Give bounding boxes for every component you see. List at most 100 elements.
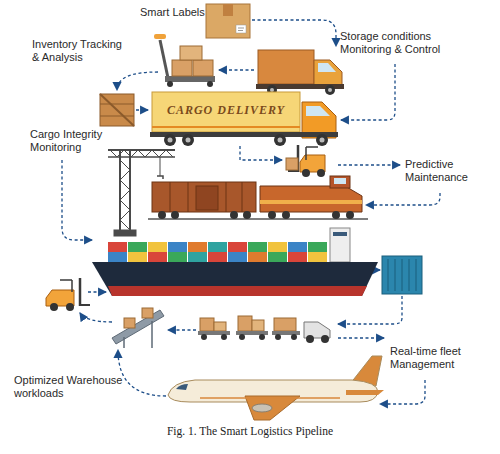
container-ship bbox=[108, 242, 127, 252]
freight-train bbox=[346, 211, 354, 219]
delivery-van bbox=[325, 85, 335, 95]
cargo-truck bbox=[274, 134, 286, 146]
container-ship bbox=[168, 242, 187, 252]
shipping-container bbox=[409, 259, 410, 291]
pallet-jack bbox=[180, 46, 202, 60]
feature-label: Smart Labels bbox=[140, 6, 212, 19]
cargo-truck bbox=[150, 92, 338, 146]
pallet-jack bbox=[167, 81, 173, 87]
freight-train bbox=[260, 186, 362, 212]
pallet-jack bbox=[154, 34, 166, 39]
freight-train bbox=[152, 182, 256, 212]
delivery-van bbox=[314, 60, 342, 86]
container-ship bbox=[288, 242, 307, 252]
forklift bbox=[305, 147, 307, 160]
crane bbox=[160, 157, 161, 176]
dashed-flow bbox=[366, 193, 440, 205]
freight-train bbox=[171, 211, 179, 219]
dashed-flow bbox=[168, 329, 196, 330]
parcel-box bbox=[238, 30, 243, 31]
wooden-crate bbox=[100, 94, 134, 126]
cart-train bbox=[200, 318, 214, 331]
freight-train bbox=[196, 186, 218, 210]
cargo-truck bbox=[152, 126, 300, 128]
container-ship bbox=[248, 252, 267, 262]
warehouse-conveyor bbox=[112, 308, 164, 348]
freight-train bbox=[148, 176, 368, 219]
forklift bbox=[306, 146, 318, 148]
pallet-jack bbox=[165, 76, 215, 82]
cargo-truck bbox=[152, 92, 300, 132]
cart-train bbox=[259, 334, 265, 340]
delivery-van bbox=[270, 88, 274, 92]
container-ship bbox=[108, 286, 367, 296]
forklift bbox=[80, 304, 90, 306]
freight-train bbox=[158, 211, 166, 219]
feature-label: Real-time fleet Management bbox=[390, 345, 480, 371]
warehouse-conveyor bbox=[142, 308, 153, 318]
crane bbox=[120, 160, 130, 230]
dashed-flow bbox=[88, 291, 106, 292]
cargo-truck bbox=[278, 138, 283, 143]
freight-train bbox=[226, 182, 227, 212]
container-ship bbox=[330, 228, 350, 262]
feature-label: Inventory Tracking & Analysis bbox=[32, 38, 127, 64]
shipping-container bbox=[382, 256, 422, 294]
cargo-airplane bbox=[346, 390, 384, 395]
cargo-truck bbox=[186, 138, 191, 143]
cargo-airplane bbox=[168, 356, 384, 420]
cargo-truck bbox=[320, 138, 325, 143]
cart-train bbox=[221, 334, 227, 340]
container-ship bbox=[208, 242, 227, 252]
freight-train bbox=[242, 182, 243, 212]
pallet-jack bbox=[207, 81, 213, 87]
container-ship bbox=[108, 252, 127, 262]
forklift bbox=[79, 278, 82, 306]
shipping-container bbox=[388, 259, 389, 291]
container-ship bbox=[128, 252, 147, 262]
cart-train bbox=[291, 334, 297, 340]
dashed-flow bbox=[338, 164, 400, 165]
dashed-flow bbox=[118, 350, 166, 396]
warehouse-conveyor bbox=[112, 310, 164, 344]
feature-label: Predictive Maintenance bbox=[405, 158, 485, 184]
warehouse-conveyor bbox=[124, 318, 135, 328]
forklift bbox=[50, 303, 58, 311]
forklift bbox=[286, 145, 325, 177]
container-ship bbox=[92, 262, 378, 296]
delivery-van bbox=[256, 50, 344, 95]
pallet-jack bbox=[193, 60, 213, 76]
shipping-container bbox=[416, 259, 417, 291]
truck-lettering: CARGO DELIVERY bbox=[152, 104, 300, 117]
container-ship bbox=[168, 252, 187, 262]
dashed-flow bbox=[240, 146, 282, 160]
delivery-van bbox=[328, 88, 332, 92]
wooden-crate bbox=[100, 104, 134, 105]
parcel-box bbox=[236, 25, 246, 33]
warehouse-conveyor bbox=[123, 337, 125, 348]
cart-train bbox=[272, 331, 300, 335]
pallet-jack bbox=[160, 40, 168, 78]
dashed-flow bbox=[252, 20, 336, 46]
cargo-airplane bbox=[245, 396, 300, 420]
cargo-truck bbox=[168, 138, 173, 143]
cargo-airplane bbox=[200, 397, 340, 399]
freight-train bbox=[282, 211, 290, 219]
dashed-flow bbox=[62, 160, 92, 240]
cargo-truck bbox=[182, 134, 194, 146]
crane bbox=[157, 176, 163, 179]
crane bbox=[110, 150, 173, 157]
delivery-van bbox=[318, 63, 336, 72]
cart-train bbox=[275, 334, 281, 340]
dashed-flow bbox=[338, 337, 384, 338]
pallet-jack bbox=[154, 34, 215, 87]
forklift bbox=[60, 279, 72, 281]
dashed-flow bbox=[117, 72, 158, 90]
cart-train bbox=[252, 320, 264, 331]
dashed-flow bbox=[80, 313, 112, 322]
cart-train bbox=[238, 316, 252, 331]
dashed-flow bbox=[380, 380, 425, 404]
freight-train bbox=[334, 178, 346, 184]
wooden-crate bbox=[100, 94, 134, 126]
